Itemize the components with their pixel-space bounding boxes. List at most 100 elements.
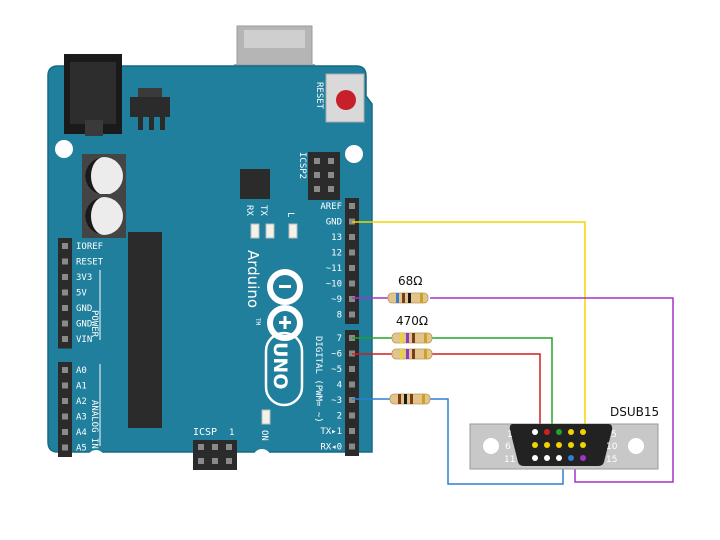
digital_bottom-4: ~3 — [331, 396, 342, 406]
dsub-pin — [532, 429, 538, 435]
header-body — [345, 330, 359, 456]
mounting-hole — [345, 145, 363, 163]
dsub-pin — [544, 442, 550, 448]
dsub-pin11-label: 11 — [504, 455, 515, 465]
digital_top-0: AREF — [320, 202, 342, 212]
wire-gnd — [352, 221, 586, 430]
mounting-hole — [253, 449, 271, 467]
dsub-pin — [544, 429, 550, 435]
digital-header-top — [345, 198, 359, 324]
on-led — [261, 409, 271, 425]
resistor-band — [406, 333, 409, 343]
resistor-band — [412, 349, 415, 359]
header-pin — [62, 444, 68, 451]
dsub-pin — [556, 455, 562, 461]
resistor-band — [402, 293, 405, 303]
usb-chip — [240, 169, 270, 199]
digital_bottom-2: ~5 — [331, 365, 342, 375]
wire-pin7-b — [432, 337, 553, 430]
dsub-pin6-label: 6 — [505, 442, 511, 452]
resistor-pin3 — [389, 393, 431, 405]
digital_bottom-3: 4 — [337, 381, 342, 391]
wire-pin9-b — [430, 297, 674, 483]
header-pin — [62, 429, 68, 435]
resistor-470-ohm-2 — [391, 348, 433, 360]
dsub-pin — [556, 429, 562, 435]
power_pins-0: IOREF — [76, 242, 103, 252]
analog_pins-0: A0 — [76, 366, 87, 376]
dsub-pin — [556, 442, 562, 448]
dsub-pin — [532, 455, 538, 461]
trademark-label: TM — [254, 318, 261, 326]
l-label: L — [285, 212, 295, 217]
resistor-68-ohm — [387, 292, 429, 304]
dsub-pin — [568, 442, 574, 448]
icsp-label: ICSP — [193, 427, 217, 438]
resistor-band — [420, 293, 423, 303]
digital_top-6: ~9 — [331, 295, 342, 305]
analog_pins-1: A1 — [76, 382, 87, 392]
icsp2-header — [308, 152, 340, 200]
resistor-68-label: 68Ω — [398, 274, 422, 288]
digital_bottom-6: TX▸1 — [320, 427, 342, 437]
header-pin — [62, 367, 68, 373]
header-pin — [62, 258, 68, 265]
digital_bottom-5: 2 — [337, 412, 342, 422]
resistor-band — [424, 349, 427, 359]
icsp2-label: ICSP2 — [297, 152, 307, 179]
icsp-header — [193, 440, 237, 470]
header-pin — [62, 382, 68, 389]
header-pin — [349, 381, 355, 388]
analog_pins-3: A3 — [76, 413, 87, 423]
model-label: UNO — [269, 342, 291, 389]
header-pin — [349, 249, 355, 256]
dsub-pin10-label: 10 — [606, 442, 618, 452]
capacitor — [82, 194, 126, 238]
dsub15-connector — [469, 423, 659, 470]
tx-led — [265, 223, 275, 239]
header-pin — [62, 413, 68, 420]
header-pin — [62, 336, 68, 342]
dsub-pin15-label: 15 — [606, 455, 617, 465]
reset-button[interactable] — [325, 73, 365, 123]
header-pin — [349, 265, 355, 271]
dsub-pin5-label: 5 — [611, 430, 617, 440]
header-pin — [349, 296, 355, 302]
rx-label: RX — [244, 205, 254, 216]
header-pin — [62, 289, 68, 296]
power_pins-1: RESET — [76, 258, 104, 268]
resistor-band — [410, 394, 413, 404]
wire-pin3-b — [430, 398, 564, 485]
reset-label: RESET — [314, 82, 324, 110]
resistor-470-label: 470Ω — [396, 314, 428, 328]
header-body — [345, 198, 359, 324]
header-pin — [349, 366, 355, 372]
resistor-band — [424, 333, 427, 343]
header-pin — [349, 203, 355, 209]
dsub-pin — [580, 429, 586, 435]
dsub-pin — [580, 455, 586, 461]
header-pin — [349, 311, 355, 318]
resistor-band — [408, 293, 411, 303]
digital_bottom-1: ~6 — [331, 350, 342, 360]
power_pins-5: GND — [76, 320, 92, 330]
power-header — [58, 238, 72, 349]
resistor-band — [400, 333, 403, 343]
mounting-hole — [87, 450, 105, 468]
analog_pins-4: A4 — [76, 428, 87, 438]
brand-label: Arduino — [244, 250, 262, 308]
power_pins-2: 3V3 — [76, 273, 92, 283]
digital_top-5: ~10 — [326, 280, 342, 290]
digital-header-bottom — [345, 330, 359, 456]
digital_top-1: GND — [326, 218, 342, 228]
voltage-regulator — [130, 88, 170, 130]
resistor-band — [396, 293, 399, 303]
icsp-pin1-label: 1 — [229, 428, 234, 438]
header-pin — [62, 274, 68, 280]
analog-header — [58, 362, 72, 457]
header-pin — [349, 443, 355, 450]
arduino-logo-icon — [267, 269, 303, 341]
